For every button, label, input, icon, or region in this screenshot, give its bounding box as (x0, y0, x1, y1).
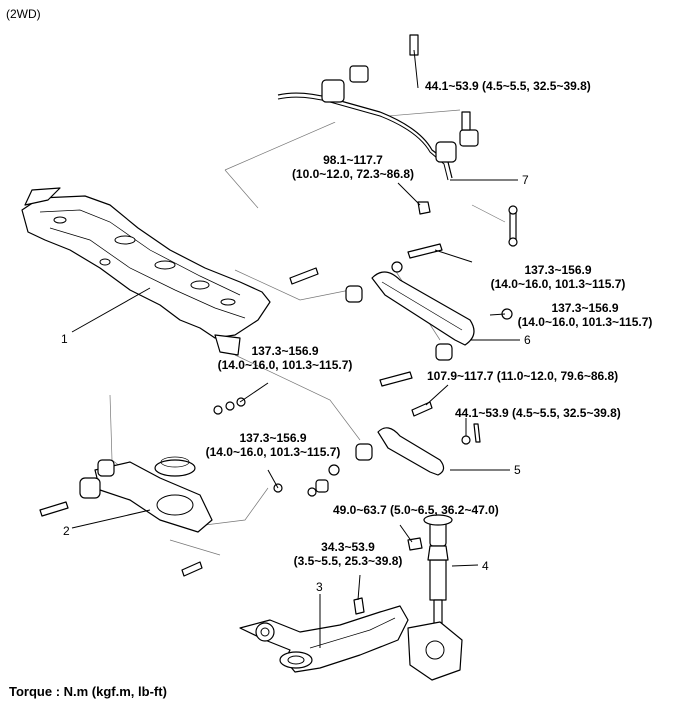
part-number-2: 2 (63, 524, 70, 538)
torque-spec-upper-arm-bolt: 137.3~156.9 (14.0~16.0, 101.3~115.7) (490, 263, 626, 291)
part-number-5: 5 (514, 463, 521, 477)
torque-spec-assist-arm-nut: 44.1~53.9 (4.5~5.5, 32.5~39.8) (455, 406, 621, 420)
torque-spec-assist-arm-bolt: 107.9~117.7 (11.0~12.0, 79.6~86.8) (427, 369, 619, 383)
torque-spec-shock-absorber: 49.0~63.7 (5.0~6.5, 36.2~47.0) (333, 503, 499, 517)
part-number-3: 3 (316, 580, 323, 594)
part-number-1: 1 (61, 332, 68, 346)
upper-arm-part (289, 243, 513, 387)
stabilizer-bar-part (277, 34, 518, 247)
crossmember-part (21, 187, 271, 356)
leader-lines (71, 49, 520, 648)
part-number-7: 7 (522, 173, 529, 187)
shock-absorber-part (407, 514, 463, 681)
torque-spec-trailing-arm: 34.3~53.9 (3.5~5.5, 25.3~39.8) (293, 540, 403, 568)
torque-spec-lower-arm-rear: 137.3~156.9 (14.0~16.0, 101.3~115.7) (205, 431, 341, 459)
torque-spec-stabilizer-bracket: 44.1~53.9 (4.5~5.5, 32.5~39.8) (425, 79, 591, 93)
torque-spec-lower-arm-front: 137.3~156.9 (14.0~16.0, 101.3~115.7) (217, 344, 353, 372)
trailing-arm-part (239, 597, 409, 673)
torque-units-legend: Torque : N.m (kgf.m, lb-ft) (9, 684, 167, 699)
part-number-4: 4 (482, 559, 489, 573)
assist-arm-part (315, 401, 481, 493)
part-number-6: 6 (524, 333, 531, 347)
torque-spec-stabilizer-link-nut: 98.1~117.7 (10.0~12.0, 72.3~86.8) (291, 153, 415, 181)
lower-arm-part (39, 397, 317, 577)
torque-spec-upper-arm-nut: 137.3~156.9 (14.0~16.0, 101.3~115.7) (517, 301, 653, 329)
drive-variant-label: (2WD) (6, 7, 41, 21)
